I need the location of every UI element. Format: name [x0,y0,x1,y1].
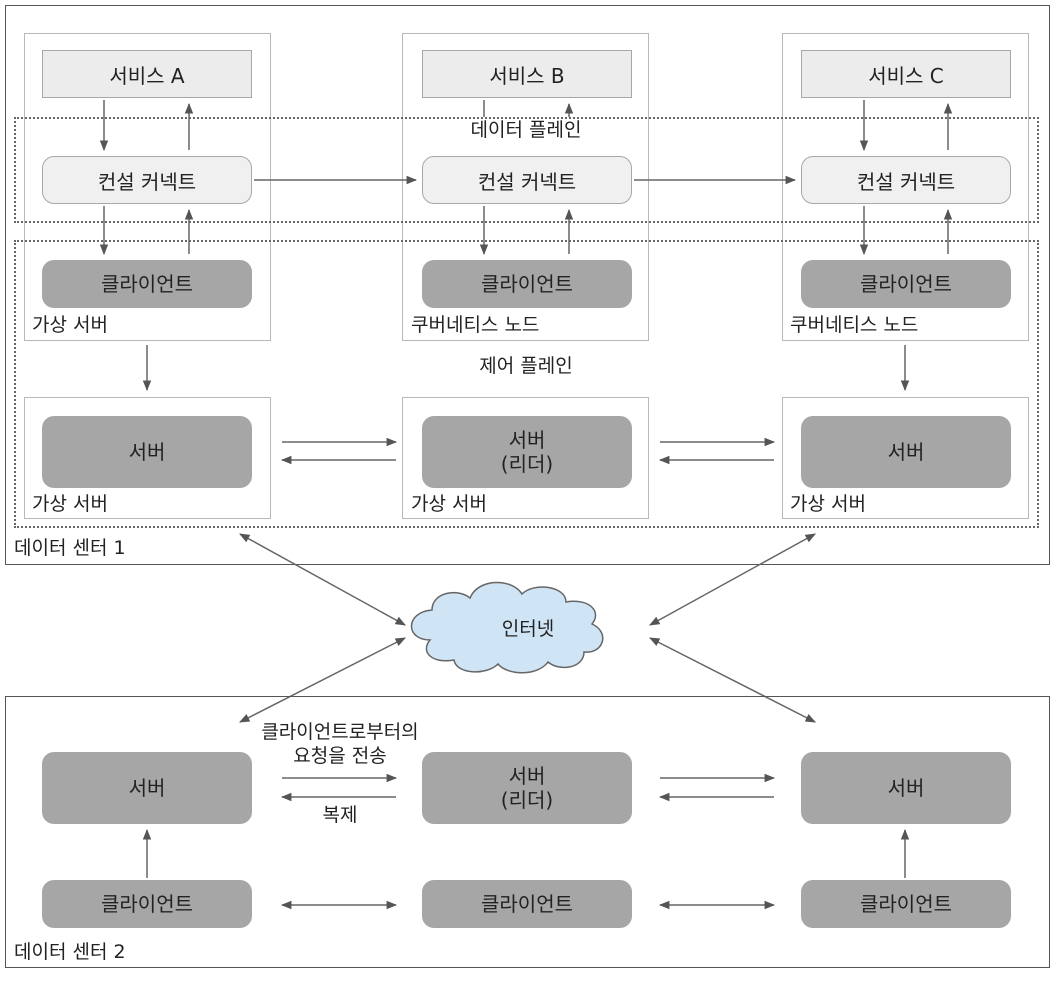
datacenter-1-label: 데이터 센터 1 [14,537,126,559]
dc2-client-1: 클라이언트 [42,880,252,928]
control-plane-region [14,240,1039,528]
leader-label-line1: 서버 [508,428,546,452]
host-a [24,33,271,341]
forward-label-line2: 요청을 전송 [293,745,387,767]
control-plane-label: 제어 플레인 [479,355,573,377]
dc1-server-leader: 서버 (리더) [422,416,632,488]
dc2-leader-label-line1: 서버 [508,764,546,788]
leader-label-line2: (리더) [500,452,554,476]
consul-connect-a: 컨설 커넥트 [42,156,252,204]
replicate-label: 복제 [322,804,358,826]
datacenter-2 [5,696,1050,968]
datacenter-2-label: 데이터 센터 2 [14,941,126,963]
dc2-server-3: 서버 [801,752,1011,824]
consul-connect-b: 컨설 커넥트 [422,156,632,204]
client-a: 클라이언트 [42,260,252,308]
internet-cloud-icon [410,581,604,674]
server-host-1-label: 가상 서버 [32,493,108,515]
server-host-1 [24,397,271,519]
host-b [402,33,649,341]
datacenter-1 [5,5,1050,565]
host-c-label: 쿠버네티스 노드 [790,314,919,336]
host-a-label: 가상 서버 [32,314,108,336]
server-host-3 [782,397,1029,519]
dc2-client-2: 클라이언트 [422,880,632,928]
client-b: 클라이언트 [422,260,632,308]
server-host-2 [402,397,649,519]
internet-label: 인터넷 [501,618,555,640]
server-host-2-label: 가상 서버 [411,493,487,515]
service-b: 서비스 B [422,50,632,98]
dc2-client-3: 클라이언트 [801,880,1011,928]
server-host-3-label: 가상 서버 [790,493,866,515]
dc2-server-1: 서버 [42,752,252,824]
forward-label-line1: 클라이언트로부터의 [240,723,440,742]
data-plane-region [14,117,1039,223]
dc2-server-leader: 서버 (리더) [422,752,632,824]
dc2-leader-label-line2: (리더) [500,788,554,812]
dc1-server-1: 서버 [42,416,252,488]
host-b-label: 쿠버네티스 노드 [411,314,540,336]
data-plane-label: 데이터 플레인 [426,121,626,140]
host-c [782,33,1029,341]
consul-connect-c: 컨설 커넥트 [801,156,1011,204]
service-c: 서비스 C [801,50,1011,98]
service-a: 서비스 A [42,50,252,98]
client-c: 클라이언트 [801,260,1011,308]
dc1-server-3: 서버 [801,416,1011,488]
